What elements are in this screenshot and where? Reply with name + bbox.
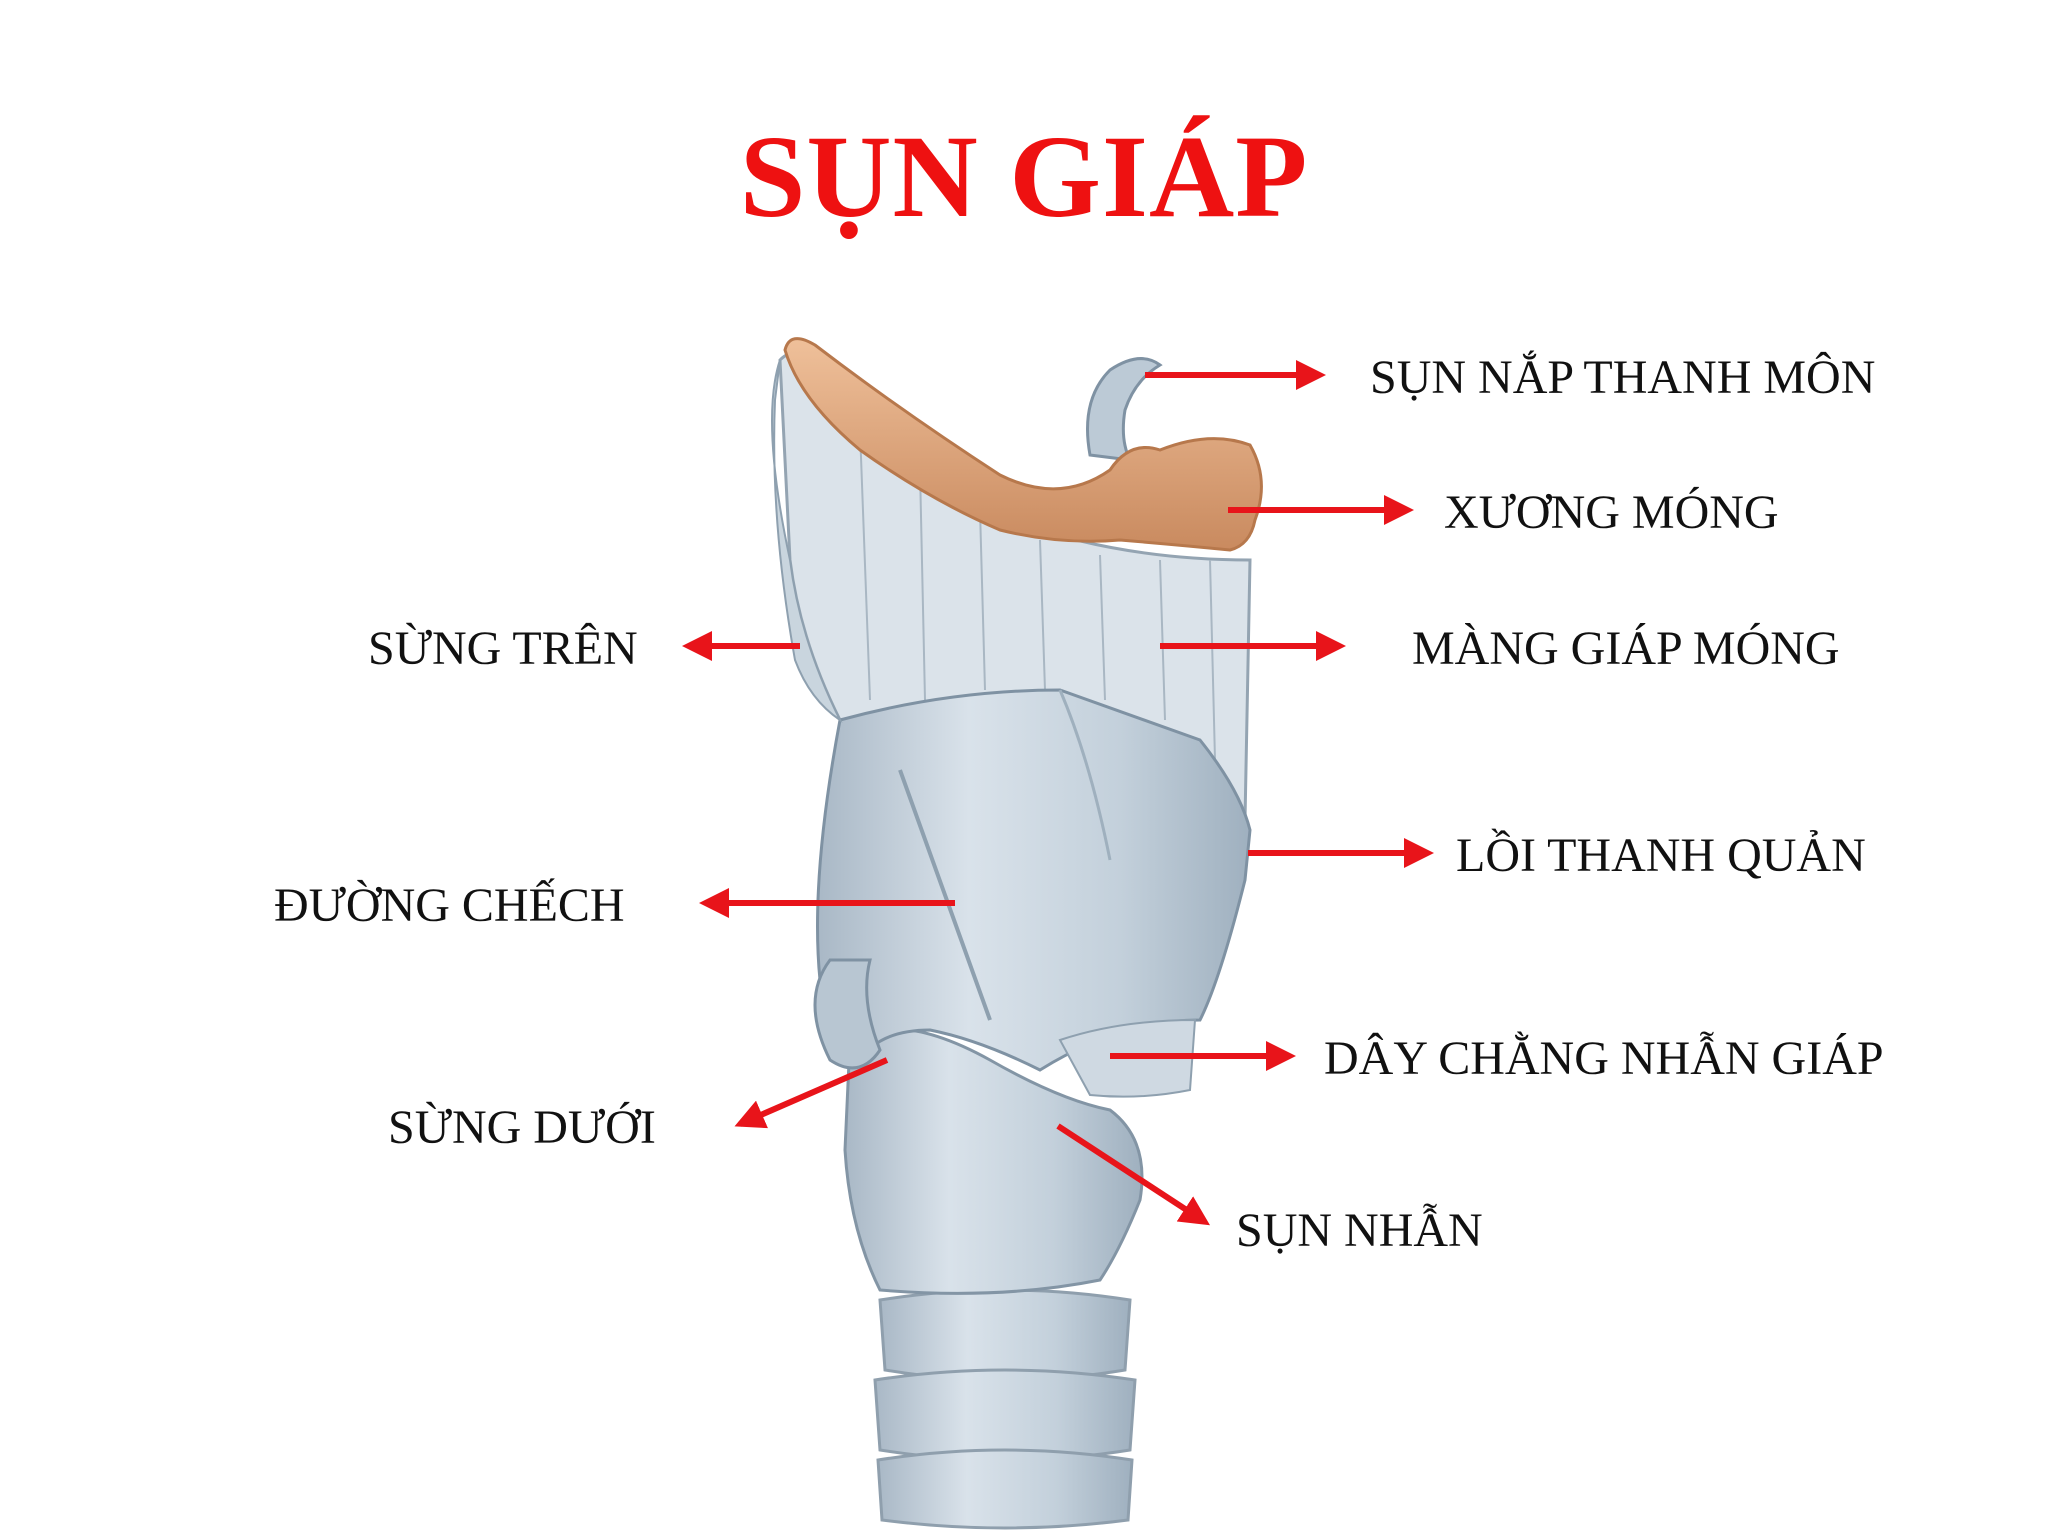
hyoid-bone — [783, 337, 1263, 552]
cricoid-cartilage — [843, 1027, 1144, 1295]
inferior-horn — [813, 958, 882, 1070]
superior-horn — [771, 359, 843, 723]
label-cricoid: SỤN NHẪN — [1236, 1204, 1483, 1257]
label-inferior-horn: SỪNG DƯỚI — [388, 1101, 656, 1154]
trachea — [873, 1288, 1137, 1530]
arrow-cricoid — [1056, 1123, 1211, 1226]
label-hyoid: XƯƠNG MÓNG — [1444, 486, 1779, 539]
label-cricothyroid-ligament: DÂY CHẰNG NHẪN GIÁP — [1324, 1032, 1884, 1085]
arrow-inferior-horn — [734, 1057, 889, 1129]
label-oblique-line: ĐƯỜNG CHẾCH — [274, 879, 625, 932]
arrows — [682, 360, 1434, 1226]
epiglottis — [1086, 357, 1163, 462]
thyroid-lamina — [816, 688, 1252, 1072]
label-thyrohyoid-membrane: MÀNG GIÁP MÓNG — [1412, 622, 1840, 675]
oblique-line-ridge — [898, 769, 992, 1021]
label-laryngeal-prominence: LỒI THANH QUẢN — [1456, 829, 1866, 882]
label-superior-horn: SỪNG TRÊN — [368, 622, 638, 675]
slide-title: SỤN GIÁP — [739, 111, 1309, 242]
membrane-striations — [859, 429, 1216, 761]
label-epiglottis: SỤN NẮP THANH MÔN — [1370, 351, 1876, 404]
